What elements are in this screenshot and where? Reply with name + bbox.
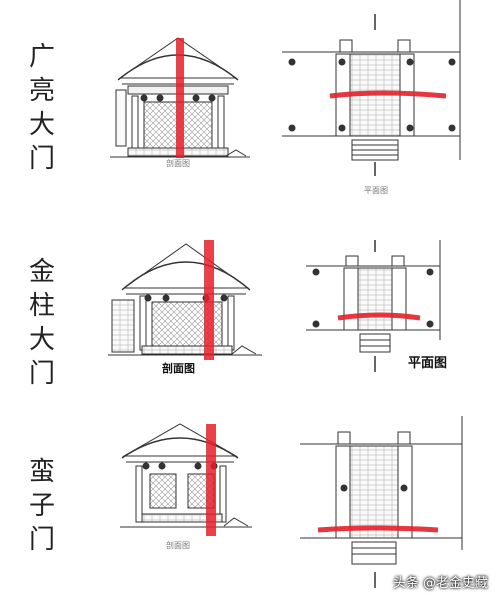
- red-mark-horizontal-2: [337, 312, 421, 321]
- section-drawing-manzi: [120, 423, 252, 528]
- watermark-text: 头条 @老金史藏: [392, 576, 488, 591]
- red-mark-vertical-1: [176, 38, 184, 158]
- caption-section-3: 剖面图: [166, 541, 190, 550]
- red-mark-vertical-2: [204, 240, 214, 360]
- red-mark-horizontal-1: [329, 90, 447, 99]
- plan-drawing-manzi: [300, 416, 463, 588]
- caption-plan-2: 平面图: [408, 356, 448, 371]
- red-mark-horizontal-3: [317, 525, 439, 533]
- caption-section-2: 剖面图: [162, 362, 195, 375]
- plan-drawing-jinzhu: [306, 240, 441, 372]
- plan-drawing-guangliang: [282, 0, 461, 176]
- section-drawing-jinzhu: [108, 243, 262, 356]
- caption-section-1: 剖面图: [166, 159, 190, 168]
- row-label-jinzhu-gate: 金柱 大门: [28, 257, 55, 389]
- row-label-manzi-gate: 蛮子 门: [28, 457, 55, 555]
- caption-plan-1: 平面图: [364, 186, 388, 195]
- red-mark-vertical-3: [206, 424, 216, 536]
- row-label-guangliang-gate: 广亮 大门: [28, 42, 55, 174]
